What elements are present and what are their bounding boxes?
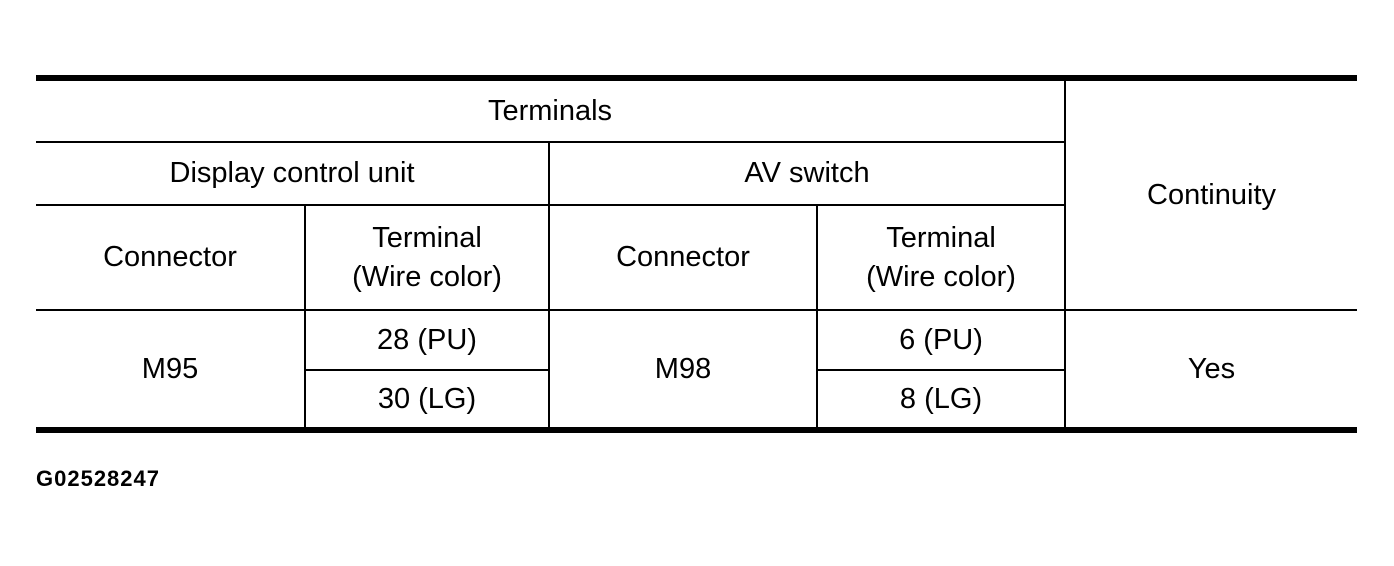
table-row: Terminals Continuity	[36, 77, 1358, 311]
group-header-av-switch: AV switch	[547, 141, 1067, 206]
table-row: Connector Terminal (Wire color) Connecto…	[36, 204, 1357, 311]
cell-av-connector: M98	[548, 309, 818, 431]
col-header-dcu-connector: Connector	[36, 204, 306, 311]
figure-label: G02528247	[36, 466, 160, 491]
cell-dcu-connector: M95	[36, 309, 306, 431]
cell-av-terminal-2: 8 (LG)	[815, 369, 1067, 431]
terminals-header: Terminals	[36, 77, 1067, 143]
col-header-dcu-terminal-wire-color: Terminal (Wire color)	[304, 204, 550, 311]
cell-continuity: Yes	[1064, 309, 1358, 431]
continuity-header: Continuity	[1064, 77, 1358, 311]
group-header-display-control-unit: Display control unit	[36, 141, 550, 206]
cell-dcu-terminal-2: 30 (LG)	[304, 369, 550, 431]
col-header-av-connector: Connector	[548, 204, 818, 311]
continuity-table: Terminals Continuity Display control uni…	[36, 75, 1358, 433]
table-row: M95 28 (PU) M98 6 (PU) Yes	[36, 309, 1358, 431]
col-header-av-terminal-wire-color: Terminal (Wire color)	[815, 204, 1067, 311]
cell-av-terminal-1: 6 (PU)	[815, 309, 1067, 371]
table-row: Display control unit AV switch	[36, 141, 1357, 206]
cell-dcu-terminal-1: 28 (PU)	[304, 309, 550, 371]
table-row: 30 (LG) 8 (LG)	[36, 369, 1357, 431]
